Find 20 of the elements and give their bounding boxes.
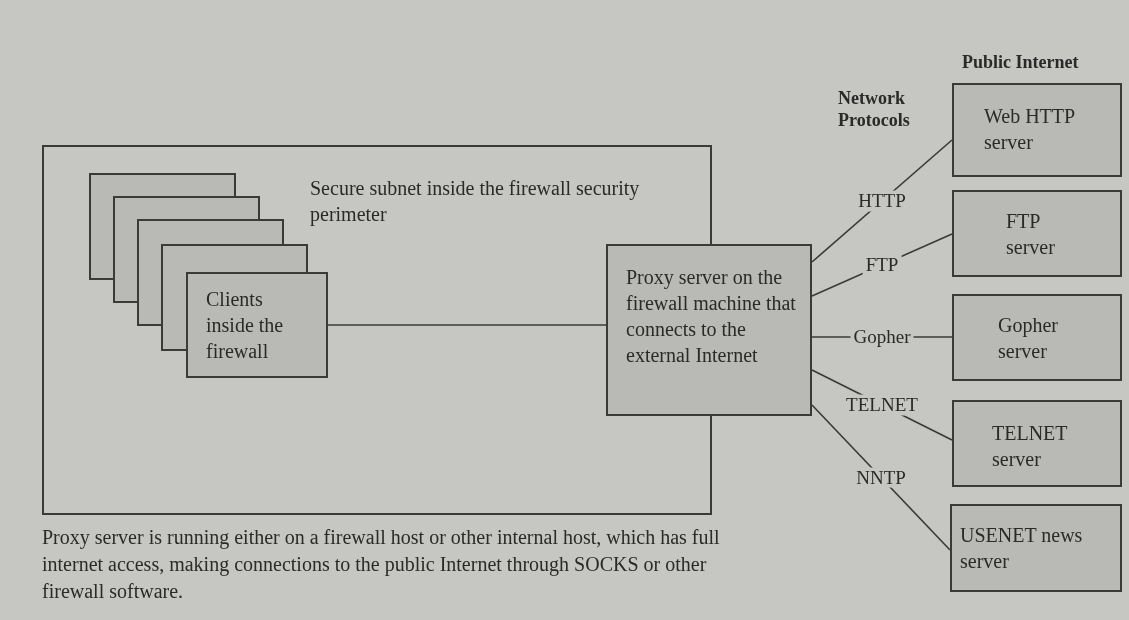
node-text: Proxy server on the firewall machine that connects to the external Internet (626, 265, 797, 368)
node-text: Secure subnet inside the firewall security perimeter (310, 176, 641, 227)
edge-label: TELNET (843, 394, 921, 416)
box (950, 504, 1122, 592)
node-text: Gopher server (998, 313, 1059, 364)
box (952, 400, 1122, 487)
box (952, 294, 1122, 381)
node-text: Web HTTP server (984, 104, 1076, 155)
section-heading: Network Protocols (838, 88, 911, 132)
node-text: FTP server (1006, 209, 1056, 260)
section-heading: Public Internet (962, 52, 1079, 74)
node-text: Clients inside the firewall (206, 287, 285, 364)
node-text: USENET news server (960, 523, 1084, 574)
edge-label: FTP (862, 254, 902, 276)
caption: Proxy server is running either on a firewall host or other internal host, which has full internet access, making connections to the public Internet through SOCKS or other firewall software. (42, 525, 721, 604)
box (952, 190, 1122, 277)
node-text: TELNET server (992, 421, 1069, 472)
box (186, 272, 328, 378)
box (952, 83, 1122, 177)
box (606, 244, 812, 416)
